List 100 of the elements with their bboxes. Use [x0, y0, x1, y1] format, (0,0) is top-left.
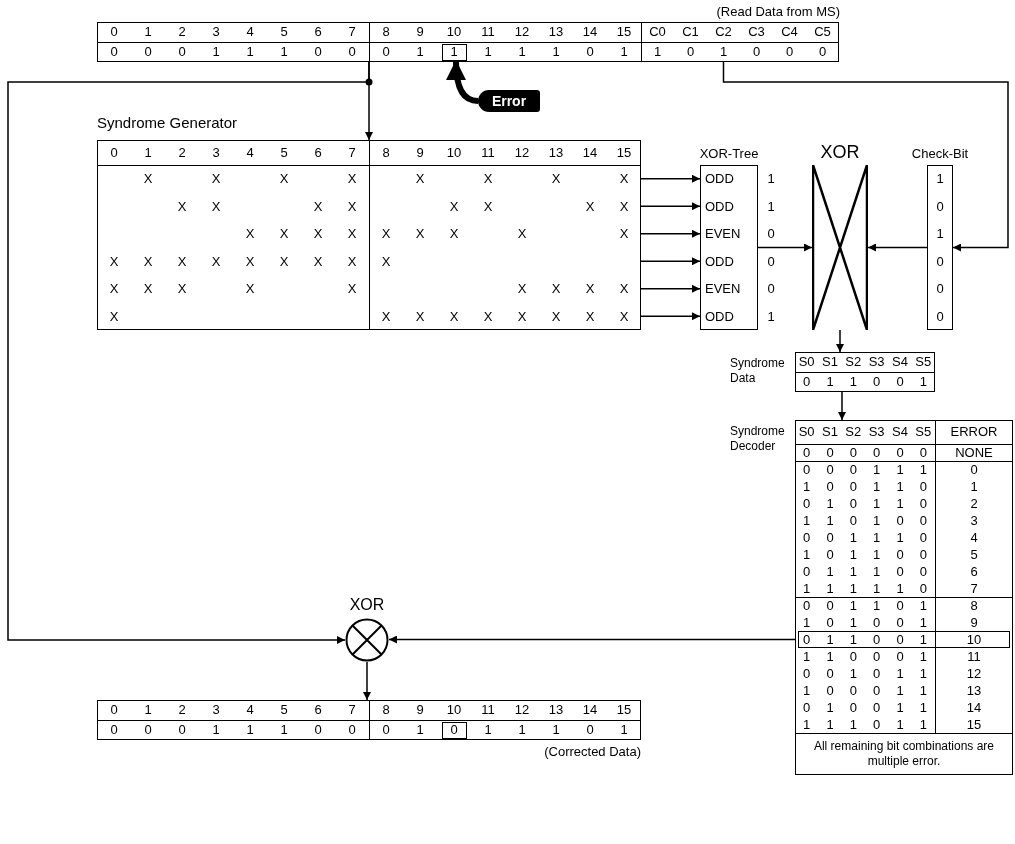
bit-value: 1 [416, 721, 424, 740]
bit-value: 0 [803, 630, 811, 649]
bit-value: 1 [896, 579, 904, 598]
bit-value: 0 [873, 630, 881, 649]
bit-value: 1 [826, 562, 834, 581]
x-mark: X [619, 170, 629, 188]
bit-label: 4 [246, 701, 254, 720]
arrow [867, 243, 928, 252]
x-mark: X [585, 307, 595, 326]
bit-value: 0 [849, 511, 857, 530]
bit-label: 15 [616, 23, 632, 42]
bit-value: 0 [826, 681, 834, 700]
parity-label: ODD [705, 170, 734, 188]
bit-label: 14 [582, 143, 598, 162]
bit-value: 0 [849, 681, 857, 700]
x-mark: X [449, 225, 459, 243]
x-mark: X [211, 197, 221, 216]
x-mark: X [483, 197, 493, 216]
bit-value: 0 [314, 721, 322, 740]
bit-value: 1 [873, 528, 881, 547]
bit-value: 1 [803, 681, 811, 700]
bit-value: 1 [620, 43, 628, 62]
x-mark: X [211, 252, 221, 271]
parity-label: ODD [705, 307, 734, 326]
x-mark: X [551, 307, 561, 326]
bit-value: 0 [803, 562, 811, 581]
bit-value: 0 [873, 715, 881, 734]
bit-label: 5 [280, 143, 288, 162]
bit-value: 1 [896, 477, 904, 496]
x-mark: X [551, 170, 561, 188]
arrow [722, 61, 1009, 252]
bit-label: S5 [915, 423, 932, 442]
bit-value: 1 [826, 511, 834, 530]
arrow [640, 229, 701, 238]
bit-value: 1 [518, 43, 526, 62]
x-mark: X [211, 170, 221, 188]
error-position: 7 [970, 579, 978, 598]
bit-value: 0 [785, 43, 794, 62]
bit-value: 0 [896, 443, 904, 462]
x-mark: X [245, 252, 255, 271]
bit-value: 0 [919, 545, 927, 564]
table-caption: (Read Data from MS) [716, 2, 840, 21]
x-mark: X [585, 197, 595, 216]
x-mark: X [347, 170, 357, 188]
bit-value: 0 [849, 443, 857, 462]
bit-value: 0 [873, 698, 881, 717]
bit-value: 1 [849, 715, 857, 734]
x-mark: X [279, 170, 289, 188]
bit-value: 1 [849, 579, 857, 598]
bit-value: 1 [212, 43, 220, 62]
bit-value: 1 [919, 613, 927, 632]
bit-value: 0 [348, 721, 356, 740]
bit-value: 1 [873, 460, 881, 479]
bit-value: 0 [896, 647, 904, 666]
bit-value: 0 [826, 613, 834, 632]
bit-label: 2 [178, 23, 186, 42]
parity-result: 0 [767, 225, 775, 243]
bit-label: 3 [212, 701, 220, 720]
bit-label: 7 [348, 143, 356, 162]
bit-label: 10 [446, 701, 462, 720]
error-position: 1 [970, 477, 978, 496]
bit-value: 1 [826, 494, 834, 513]
x-mark: X [347, 280, 357, 298]
error-position: 13 [966, 681, 982, 700]
bit-value: 0 [919, 511, 927, 530]
x-mark: X [245, 280, 255, 298]
bit-value: 1 [873, 477, 881, 496]
bit-value: 0 [826, 477, 834, 496]
bit-value: 0 [849, 647, 857, 666]
bit-value: 1 [919, 460, 927, 479]
bit-label: S3 [868, 353, 885, 372]
bit-label: 10 [446, 23, 462, 42]
bit-label: 14 [582, 701, 598, 720]
bit-label: S0 [798, 353, 815, 372]
block-title: Check-Bit [911, 145, 969, 164]
column-header: ERROR [950, 423, 998, 442]
x-mark: X [347, 197, 357, 216]
bit-value: 1 [552, 721, 560, 740]
error-position: 12 [966, 664, 982, 683]
error-position: 10 [966, 630, 982, 649]
bit-value: 0 [919, 494, 927, 513]
x-mark: X [143, 280, 153, 298]
bit-value: 0 [936, 252, 944, 271]
bit-label: 1 [144, 23, 152, 42]
table-title: Syndrome Decoder [730, 424, 786, 454]
bit-label: 12 [514, 23, 530, 42]
x-mark: X [619, 307, 629, 326]
x-mark: X [347, 252, 357, 271]
bit-value: 0 [896, 596, 904, 615]
bit-value: 0 [686, 43, 695, 62]
bit-label: 6 [314, 701, 322, 720]
bit-value: 0 [896, 630, 904, 649]
arrow [640, 202, 701, 211]
bit-value: 1 [212, 721, 220, 740]
bit-value: 1 [484, 43, 492, 62]
bit-value: 0 [803, 528, 811, 547]
bit-label: 9 [416, 23, 424, 42]
x-mark: X [585, 280, 595, 298]
bit-value: 0 [752, 43, 761, 62]
bit-label: 12 [514, 143, 530, 162]
